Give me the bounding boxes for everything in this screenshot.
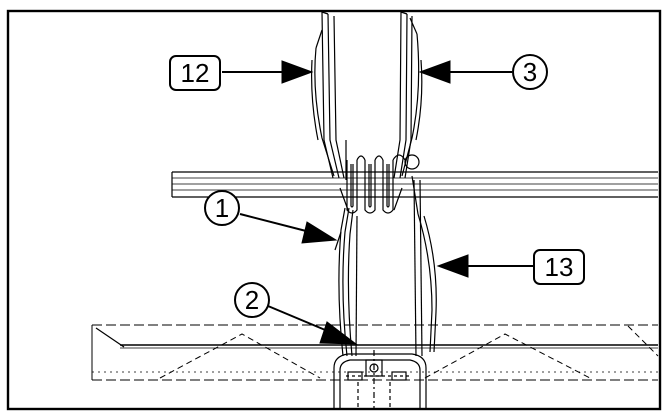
callout-3-frame xyxy=(512,54,548,90)
frame-border xyxy=(6,9,662,411)
leader-arrows xyxy=(222,60,534,345)
callout-2-frame xyxy=(234,282,270,318)
lower-right-plate xyxy=(411,175,437,357)
arrowhead-13 xyxy=(436,254,469,278)
callout-2-label: 2 xyxy=(245,285,259,315)
arrowhead-2 xyxy=(319,321,358,345)
callout-2: 2 xyxy=(234,282,270,318)
upper-right-plate xyxy=(393,11,423,179)
callout-13: 13 xyxy=(533,249,585,285)
arrowhead-1 xyxy=(301,221,338,244)
arrow-line-1 xyxy=(239,213,311,233)
callout-3-label: 3 xyxy=(523,57,537,87)
hub-assembly xyxy=(333,350,427,409)
arrowhead-3 xyxy=(418,60,451,84)
callout-13-label: 13 xyxy=(545,252,574,282)
callout-3: 3 xyxy=(512,54,548,90)
lower-beam xyxy=(91,324,659,381)
arrowhead-12 xyxy=(281,60,314,84)
callout-12: 12 xyxy=(169,55,221,91)
upper-left-plate xyxy=(311,11,347,180)
arrow-line-2 xyxy=(267,305,331,333)
callout-1: 1 xyxy=(204,190,240,226)
callout-12-frame xyxy=(169,55,221,91)
callout-1-frame xyxy=(204,190,240,226)
callout-12-label: 12 xyxy=(181,58,210,88)
callout-1-label: 1 xyxy=(215,193,229,223)
callout-13-frame xyxy=(533,249,585,285)
u-clamps xyxy=(339,154,406,214)
